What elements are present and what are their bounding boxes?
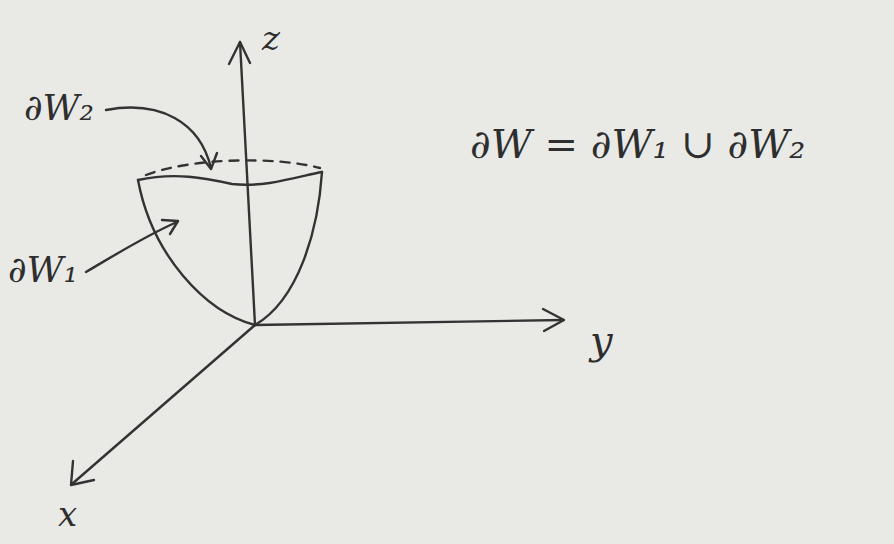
leader-arrowhead	[162, 220, 178, 234]
x-axis	[72, 325, 255, 484]
paraboloid-left	[138, 180, 255, 325]
leader-arrow	[86, 222, 177, 272]
y-arrowhead	[543, 309, 564, 331]
front-rim	[138, 172, 322, 185]
boundary-label: ∂W₁	[8, 250, 78, 290]
y-axis	[255, 320, 563, 325]
x-arrowhead	[71, 461, 94, 485]
axis-label: y	[590, 318, 613, 362]
back-rim-dashed	[146, 160, 320, 175]
leader-arrowhead	[201, 153, 217, 169]
leader-arrow	[106, 108, 211, 168]
axis-label: z	[262, 20, 280, 57]
z-arrowhead	[229, 42, 250, 64]
axis-label: x	[58, 496, 77, 533]
equation: ∂W = ∂W₁ ∪ ∂W₂	[470, 122, 805, 166]
boundary-label: ∂W₂	[24, 88, 94, 128]
paraboloid-right	[255, 172, 322, 325]
